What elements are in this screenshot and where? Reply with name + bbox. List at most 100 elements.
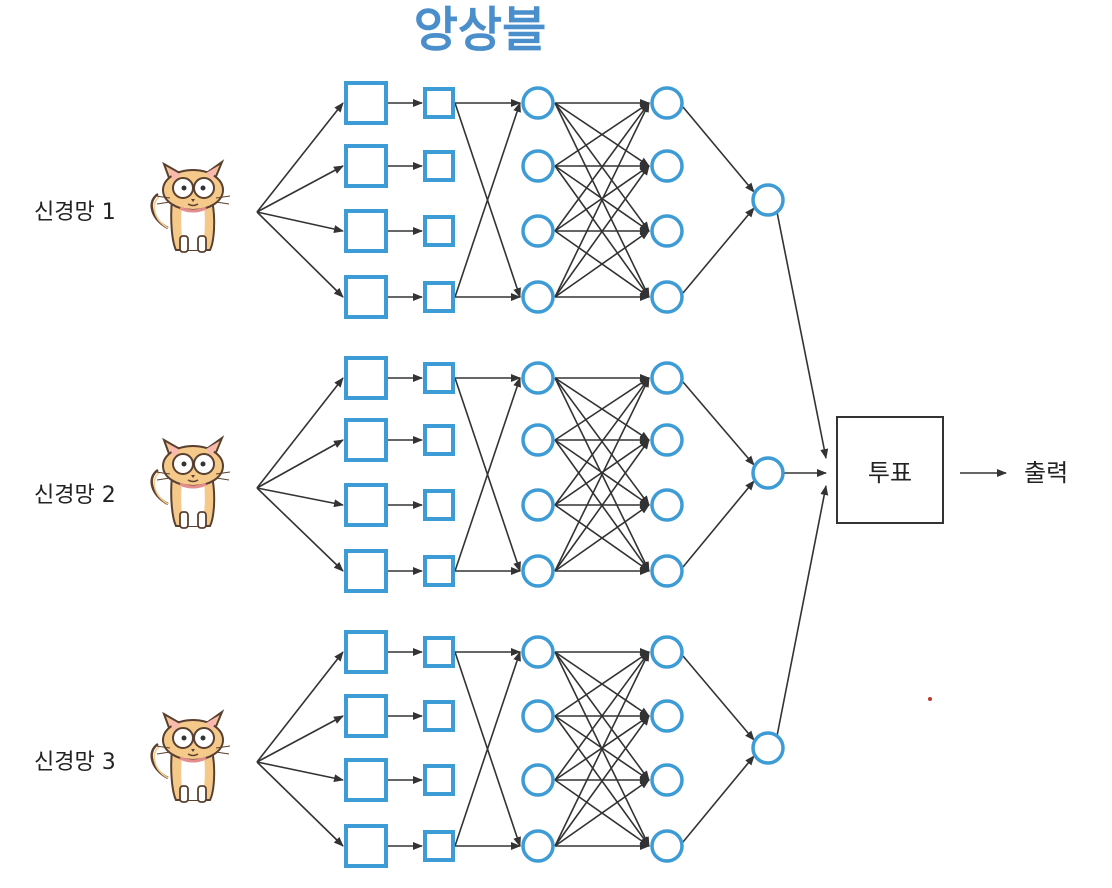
- edge-dense: [554, 377, 650, 572]
- hidden-node-layer2: [650, 86, 684, 120]
- hidden-node-layer1: [521, 214, 555, 248]
- small-square-node: [423, 215, 455, 247]
- small-square-node: [423, 87, 455, 119]
- edge-dense: [554, 377, 650, 441]
- small-square-node: [423, 281, 455, 313]
- edge-to-vote: [776, 485, 829, 737]
- hidden-node-layer2: [650, 214, 684, 248]
- large-square-node: [344, 549, 388, 593]
- edge-input: [256, 102, 344, 213]
- hidden-node-layer2: [650, 488, 684, 522]
- small-square-node: [423, 489, 455, 521]
- small-square-node: [423, 362, 455, 394]
- network-label-1: 신경망 1: [34, 200, 116, 225]
- large-square-node: [344, 209, 388, 253]
- edge-dense: [554, 439, 650, 506]
- hidden-node-layer2: [650, 361, 684, 395]
- edge-dense: [554, 230, 650, 298]
- edge-dense: [554, 439, 650, 572]
- large-square-node: [344, 758, 388, 802]
- edge-dense: [554, 102, 650, 298]
- edge-dense: [554, 715, 650, 847]
- edge-input: [256, 211, 344, 233]
- hidden-node-layer1: [521, 361, 555, 395]
- large-square-node: [344, 630, 388, 674]
- hidden-node-layer2: [650, 554, 684, 588]
- vote-box: 투표: [836, 416, 944, 524]
- vote-label: 투표: [867, 458, 913, 487]
- hidden-node-layer1: [521, 86, 555, 120]
- edge-to-output: [682, 755, 755, 843]
- edge-to-layer1: [454, 651, 521, 847]
- small-square-node: [423, 424, 455, 456]
- edge-to-output: [682, 480, 755, 568]
- hidden-node-layer2: [650, 423, 684, 457]
- edge-dense: [554, 651, 650, 847]
- edge-dense: [554, 779, 650, 847]
- edge-input: [256, 761, 344, 783]
- hidden-node-layer1: [521, 280, 555, 314]
- small-square-node: [423, 700, 455, 732]
- edge-to-output: [682, 381, 755, 466]
- large-square-node: [344, 356, 388, 400]
- hidden-node-layer2: [650, 763, 684, 797]
- large-square-node: [344, 824, 388, 868]
- hidden-node-layer1: [521, 635, 555, 669]
- network-label-2: 신경망 2: [34, 483, 116, 508]
- hidden-node-layer1: [521, 149, 555, 183]
- edge-to-output: [682, 655, 755, 741]
- hidden-node-layer1: [521, 488, 555, 522]
- network-output-node: [751, 183, 785, 217]
- large-square-node: [344, 144, 388, 188]
- edge-dense: [554, 377, 650, 506]
- small-square-node: [423, 636, 455, 668]
- page-title: 앙상블: [413, 2, 547, 58]
- edge-input: [256, 761, 344, 847]
- edge-input: [256, 211, 344, 298]
- edge-input: [256, 165, 344, 213]
- network-output-node: [751, 731, 785, 765]
- edge-input: [256, 715, 344, 763]
- edge-dense: [554, 504, 650, 572]
- network-output-node: [751, 456, 785, 490]
- small-square-node: [423, 764, 455, 796]
- hidden-node-layer1: [521, 699, 555, 733]
- output-label: 출력: [1024, 459, 1069, 487]
- large-square-node: [344, 275, 388, 319]
- large-square-node: [344, 418, 388, 462]
- hidden-node-layer1: [521, 829, 555, 863]
- red-dot-mark: [928, 697, 932, 701]
- large-square-node: [344, 81, 388, 125]
- edge-to-output: [682, 106, 755, 193]
- edge-to-layer1: [454, 102, 521, 298]
- hidden-node-layer2: [650, 699, 684, 733]
- hidden-node-layer2: [650, 829, 684, 863]
- large-square-node: [344, 694, 388, 738]
- hidden-node-layer1: [521, 423, 555, 457]
- edge-dense: [554, 165, 650, 298]
- edge-input: [256, 377, 344, 489]
- network-label-3: 신경망 3: [34, 750, 116, 775]
- hidden-node-layer2: [650, 149, 684, 183]
- hidden-node-layer2: [650, 280, 684, 314]
- hidden-node-layer1: [521, 763, 555, 797]
- edge-input: [256, 439, 344, 489]
- edge-to-layer1: [454, 377, 521, 572]
- edge-input: [256, 487, 344, 572]
- hidden-node-layer1: [521, 554, 555, 588]
- edge-dense: [554, 102, 650, 232]
- small-square-node: [423, 555, 455, 587]
- edge-input: [256, 487, 344, 508]
- edge-to-output: [682, 207, 755, 294]
- large-square-node: [344, 483, 388, 527]
- edge-dense: [554, 651, 650, 781]
- edge-dense: [554, 651, 650, 717]
- edge-to-vote: [776, 211, 829, 459]
- edge-dense: [554, 102, 650, 167]
- small-square-node: [423, 830, 455, 862]
- edge-input: [256, 651, 344, 763]
- small-square-node: [423, 150, 455, 182]
- hidden-node-layer2: [650, 635, 684, 669]
